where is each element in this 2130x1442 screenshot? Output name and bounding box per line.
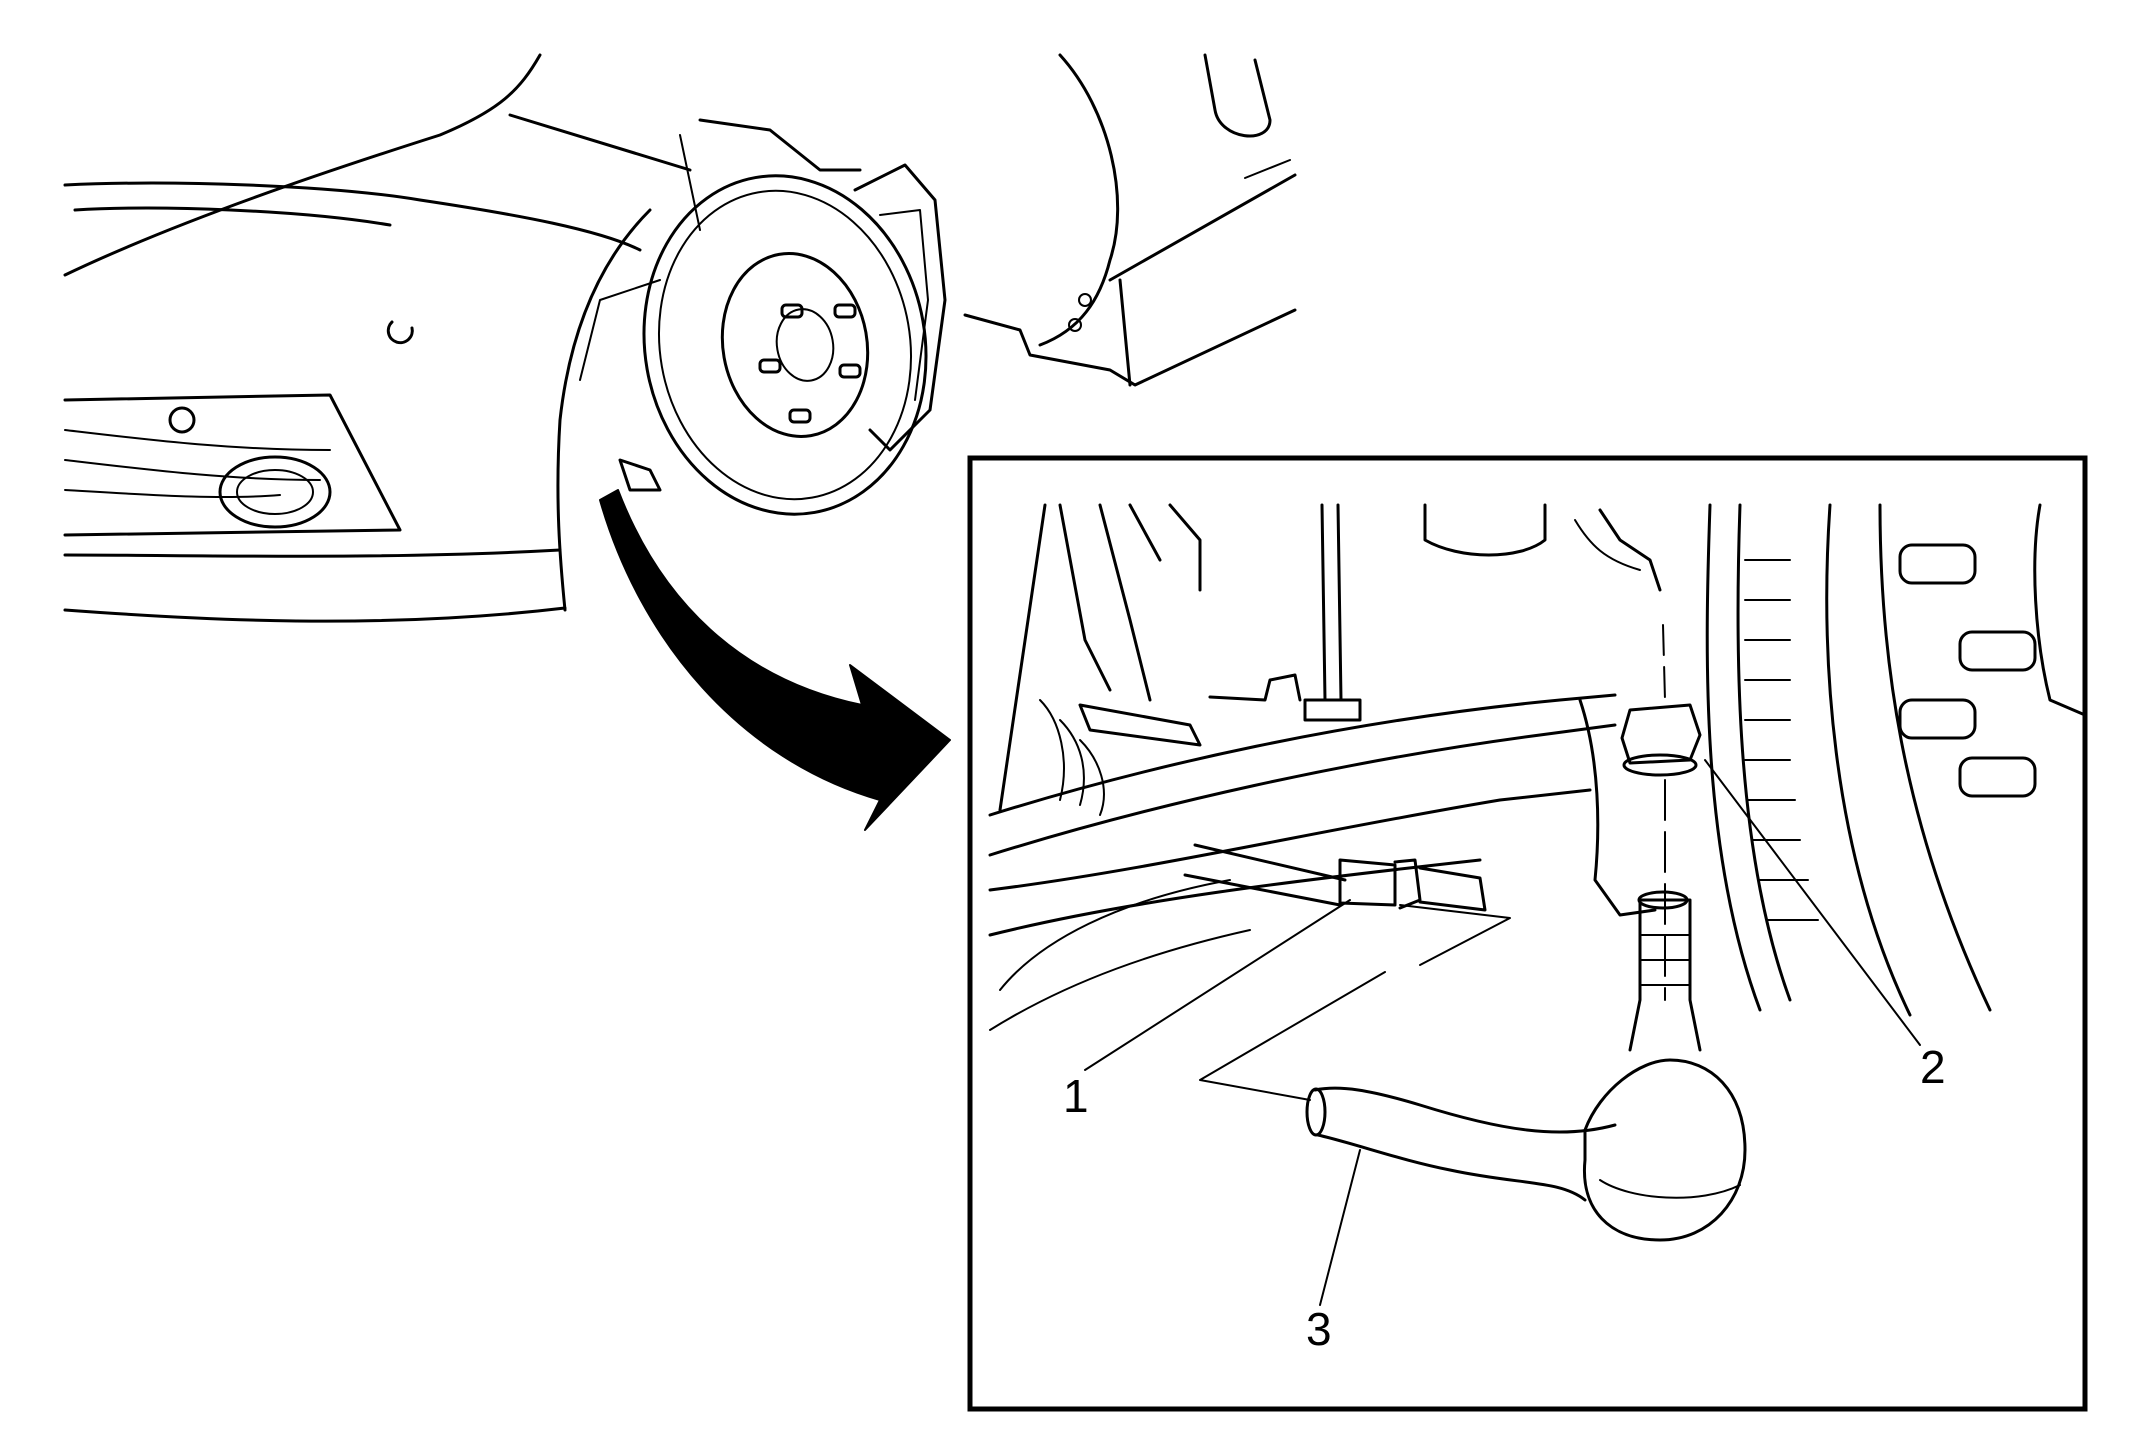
curved-arrow-icon: [599, 489, 951, 831]
inset-frame: [967, 455, 2088, 1412]
callout-2: 2: [1920, 1041, 1946, 1093]
callout-3: 3: [1306, 1303, 1332, 1355]
detail-inset: 1 2 3: [967, 455, 2088, 1412]
callout-1: 1: [1063, 1070, 1089, 1122]
vehicle-overview: [63, 53, 1297, 623]
